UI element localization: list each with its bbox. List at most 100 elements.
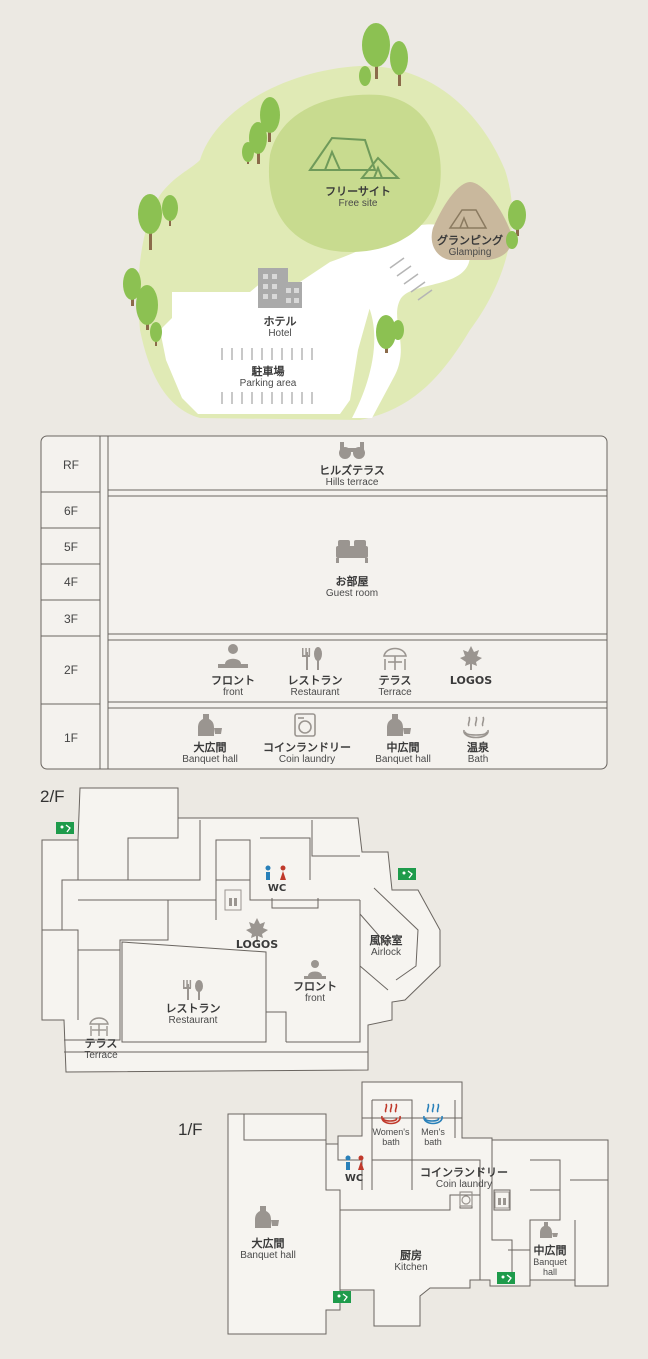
logos-text: LOGOS xyxy=(449,674,493,687)
floor-guide: RF 6F 5F 4F 3F 2F 1F ヒルズテラス Hills terrac… xyxy=(0,430,648,775)
hotel-jp: ホテル xyxy=(263,315,297,328)
sake-icon-1f xyxy=(255,1206,279,1228)
plan-1f-title: 1/F xyxy=(178,1120,203,1139)
banquet-en: Banquet hall xyxy=(182,754,238,765)
middle-jp: 中広間 xyxy=(386,741,420,754)
free-site-field xyxy=(268,94,441,252)
onsen-icon-men xyxy=(423,1103,443,1125)
maple-leaf-icon xyxy=(460,646,482,670)
terrace-plan-jp: テラス xyxy=(84,1037,118,1050)
free-site-en: Free site xyxy=(338,198,378,209)
hotel-label: ホテル Hotel xyxy=(264,315,297,340)
parking-lines-lot xyxy=(221,348,313,404)
banquet-hall-label: 大広間 Banquet hall xyxy=(182,741,238,766)
kitchen-jp: 厨房 xyxy=(399,1249,422,1262)
glamping-jp: グランピング xyxy=(437,234,503,247)
terrace-icon xyxy=(383,647,407,670)
mens-bath-label: Men's bath xyxy=(421,1127,445,1147)
airlock-en: Airlock xyxy=(370,947,401,958)
banquet-plan-en: Banquet hall xyxy=(240,1250,296,1261)
middle-plan-jp: 中広間 xyxy=(533,1244,567,1257)
glamping-tent-icon xyxy=(448,209,488,229)
emergency-exit-icon xyxy=(333,1291,351,1303)
mens-bath-l2: bath xyxy=(424,1137,442,1147)
restaurant-plan-en: Restaurant xyxy=(168,1015,218,1026)
banquet-plan-jp: 大広間 xyxy=(251,1237,285,1250)
plan-1f-walls xyxy=(227,1081,609,1335)
maple-leaf-icon-2f xyxy=(246,918,268,942)
washer-icon-1f xyxy=(459,1191,473,1207)
emergency-exit-icon xyxy=(497,1272,515,1284)
tent-icon xyxy=(308,136,401,179)
elevator-icon-1f xyxy=(494,1191,510,1209)
wc-label-2f: WC xyxy=(267,883,287,894)
restaurant-en: Restaurant xyxy=(290,687,340,698)
hotel-en: Hotel xyxy=(268,328,292,339)
fork-knife-icon-2f xyxy=(183,980,203,1000)
floor-rf: RF xyxy=(63,458,79,472)
front-jp: フロント xyxy=(211,674,255,687)
site-map-graphic xyxy=(123,23,526,420)
womens-bath-label: Women's bath xyxy=(372,1127,409,1147)
restaurant-label-plan: レストラン Restaurant xyxy=(166,1002,221,1027)
bath-jp: 温泉 xyxy=(467,741,489,754)
laundry-en: Coin laundry xyxy=(278,754,336,765)
floor-guide-frame xyxy=(40,435,608,770)
hotel-parking-area xyxy=(160,240,380,414)
terrace-en: Terrace xyxy=(378,687,412,698)
parking-lines-road xyxy=(389,257,433,301)
guest-room-en: Guest room xyxy=(325,588,379,599)
tree-icon xyxy=(123,23,526,353)
floor-3f: 3F xyxy=(63,612,78,626)
reception-icon-2f xyxy=(304,960,326,979)
middle-plan-l1: Banquet xyxy=(533,1257,567,1267)
emergency-exit-icon xyxy=(56,822,74,834)
bath-label: 温泉 Bath xyxy=(467,741,489,766)
restaurant-label-2f: レストラン Restaurant xyxy=(288,674,343,699)
logos-label-2f: LOGOS xyxy=(450,674,492,687)
floor-2f: 2F xyxy=(63,663,78,677)
plan-2f: WC LOGOS 風除室 Airlock フロント front レストラン Re… xyxy=(0,780,648,1080)
glamping-label: グランピング Glamping xyxy=(437,234,503,259)
parking-label: 駐車場 Parking area xyxy=(240,365,297,390)
floor-6f: 6F xyxy=(63,504,78,518)
plan-2f-walls xyxy=(41,787,441,1073)
sake-icon xyxy=(198,714,222,736)
laundry-jp: コインランドリー xyxy=(263,741,351,754)
hills-terrace-en: Hills terrace xyxy=(325,477,379,488)
laundry-plan-jp: コインランドリー xyxy=(420,1166,508,1179)
front-label-plan: フロント front xyxy=(293,980,337,1005)
terrace-icon-2f xyxy=(89,1017,109,1036)
floor-5f: 5F xyxy=(63,540,78,554)
free-site-jp: フリーサイト xyxy=(325,185,391,198)
terrace-label-2f: テラス Terrace xyxy=(378,674,411,699)
reception-icon xyxy=(218,644,248,668)
binoculars-icon xyxy=(339,442,365,459)
glamping-en: Glamping xyxy=(448,247,492,258)
kitchen-en: Kitchen xyxy=(394,1262,428,1273)
mens-bath-l1: Men's xyxy=(421,1127,445,1137)
terrace-jp: テラス xyxy=(378,674,412,687)
terrace-label-plan: テラス Terrace xyxy=(84,1037,117,1062)
front-en: front xyxy=(222,687,243,698)
front-plan-jp: フロント xyxy=(293,980,337,993)
restaurant-jp: レストラン xyxy=(287,674,343,687)
middle-banquet-label: 中広間 Banquet hall xyxy=(375,741,431,766)
onsen-icon-women xyxy=(381,1103,401,1125)
banquet-jp: 大広間 xyxy=(193,741,227,754)
airlock-label: 風除室 Airlock xyxy=(370,934,403,959)
floor-1f: 1F xyxy=(63,731,78,745)
hotel-building-icon xyxy=(258,268,302,308)
fork-knife-icon xyxy=(302,647,322,670)
guest-room-label: お部屋 Guest room xyxy=(326,575,378,600)
parking-en: Parking area xyxy=(239,378,297,389)
middle-banquet-label-plan: 中広間 Banquet hall xyxy=(533,1244,567,1277)
guest-room-jp: お部屋 xyxy=(335,575,369,588)
front-plan-en: front xyxy=(304,993,325,1004)
wc-label-1f: WC xyxy=(344,1173,364,1184)
terrace-plan-en: Terrace xyxy=(84,1050,118,1061)
bed-icon xyxy=(336,540,368,563)
emergency-exit-icon xyxy=(398,868,416,880)
front-label-2f: フロント front xyxy=(211,674,255,699)
womens-bath-l2: bath xyxy=(382,1137,400,1147)
